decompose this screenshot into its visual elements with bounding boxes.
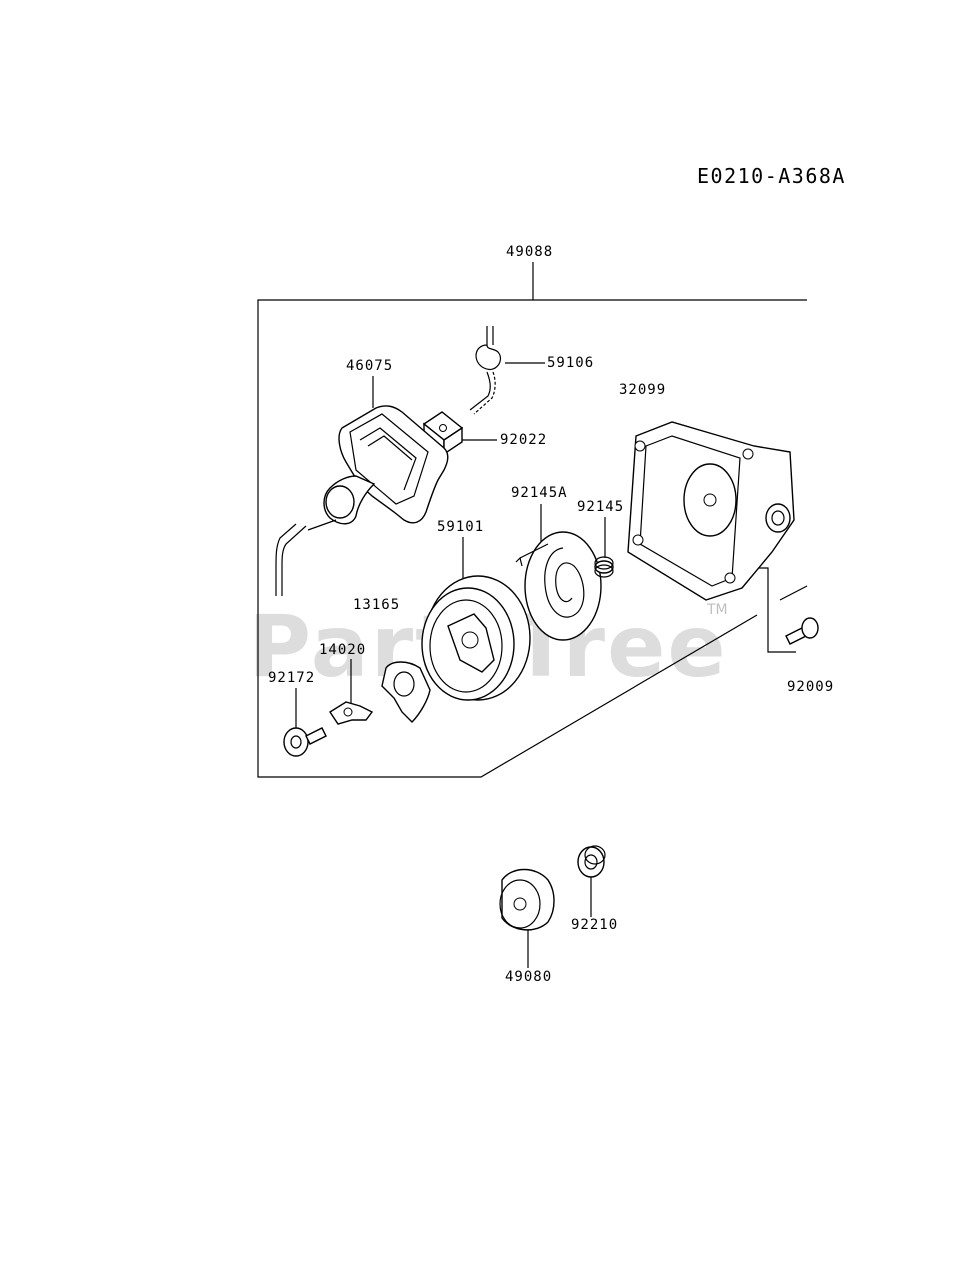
callout-59101[interactable]: 59101	[437, 519, 484, 535]
callout-13165[interactable]: 13165	[353, 597, 400, 613]
pull-handle-46075	[275, 405, 449, 596]
bushing-92210	[577, 845, 606, 878]
callout-92210[interactable]: 92210	[571, 917, 618, 933]
coil-spring-92145	[594, 556, 614, 578]
screw-92172	[283, 727, 327, 757]
callout-92009[interactable]: 92009	[787, 679, 834, 695]
leader-lines	[295, 362, 796, 968]
callout-92172[interactable]: 92172	[268, 670, 315, 686]
reel-59101	[421, 575, 531, 701]
rope-hook-59106	[469, 326, 502, 415]
callout-32099[interactable]: 32099	[619, 382, 666, 398]
assembly-bracket	[257, 262, 808, 778]
callout-92022[interactable]: 92022	[500, 432, 547, 448]
callout-14020[interactable]: 14020	[319, 642, 366, 658]
spiral-spring-92145A	[515, 531, 602, 641]
callout-59106[interactable]: 59106	[547, 355, 594, 371]
pulley-49080	[499, 868, 555, 931]
callout-92145A[interactable]: 92145A	[511, 485, 568, 501]
spring-14020	[329, 701, 374, 725]
callout-49088[interactable]: 49088	[506, 244, 553, 260]
callout-49080[interactable]: 49080	[505, 969, 552, 985]
callout-92145[interactable]: 92145	[577, 499, 624, 515]
callout-46075[interactable]: 46075	[346, 358, 393, 374]
diagram-code: E0210-A368A	[697, 164, 846, 188]
bolt-92009	[785, 617, 819, 645]
pawl-13165	[381, 661, 431, 723]
trademark: TM	[706, 602, 728, 618]
recoil-housing-32099	[627, 421, 795, 601]
